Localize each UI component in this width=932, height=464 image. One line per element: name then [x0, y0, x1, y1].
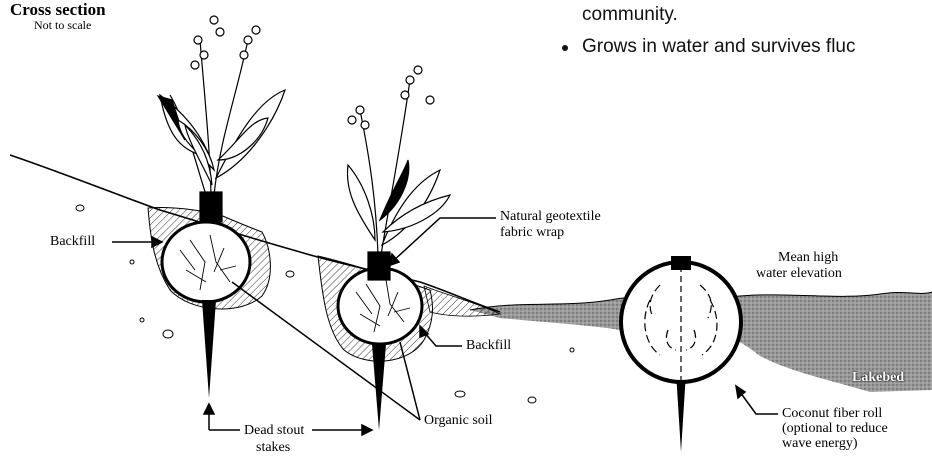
diagram-title: Cross section: [10, 0, 106, 20]
label-backfill-left: Backfill: [50, 234, 95, 249]
plant-right: [347, 66, 450, 280]
stake-left: [202, 300, 216, 398]
label-coconut-3: wave energy): [782, 436, 858, 451]
label-backfill-right: Backfill: [466, 338, 511, 353]
label-organic-soil: Organic soil: [424, 413, 493, 428]
diagram-subtitle: Not to scale: [34, 18, 91, 33]
bullet-text-1: community.: [582, 4, 678, 26]
root-ball-left: [162, 222, 250, 302]
label-coconut-1: Coconut fiber roll: [782, 406, 882, 421]
bullet-dot-2: [562, 45, 568, 51]
label-mean-high-2: water elevation: [756, 266, 842, 281]
label-geotextile-2: fabric wrap: [500, 225, 564, 240]
backfill-right-tail: [424, 286, 500, 316]
plant-left: [158, 16, 285, 222]
coconut-fiber-roll: [621, 256, 741, 382]
label-geotextile-1: Natural geotextile: [500, 209, 601, 224]
label-lakebed: Lakebed: [852, 370, 904, 385]
label-dead-stout-2: stakes: [256, 440, 290, 455]
bullet-text-2: Grows in water and survives fluc: [582, 36, 856, 58]
label-coconut-2: (optional to reduce: [782, 421, 888, 436]
label-mean-high-1: Mean high: [778, 250, 838, 265]
label-dead-stout-1: Dead stout: [244, 423, 304, 438]
